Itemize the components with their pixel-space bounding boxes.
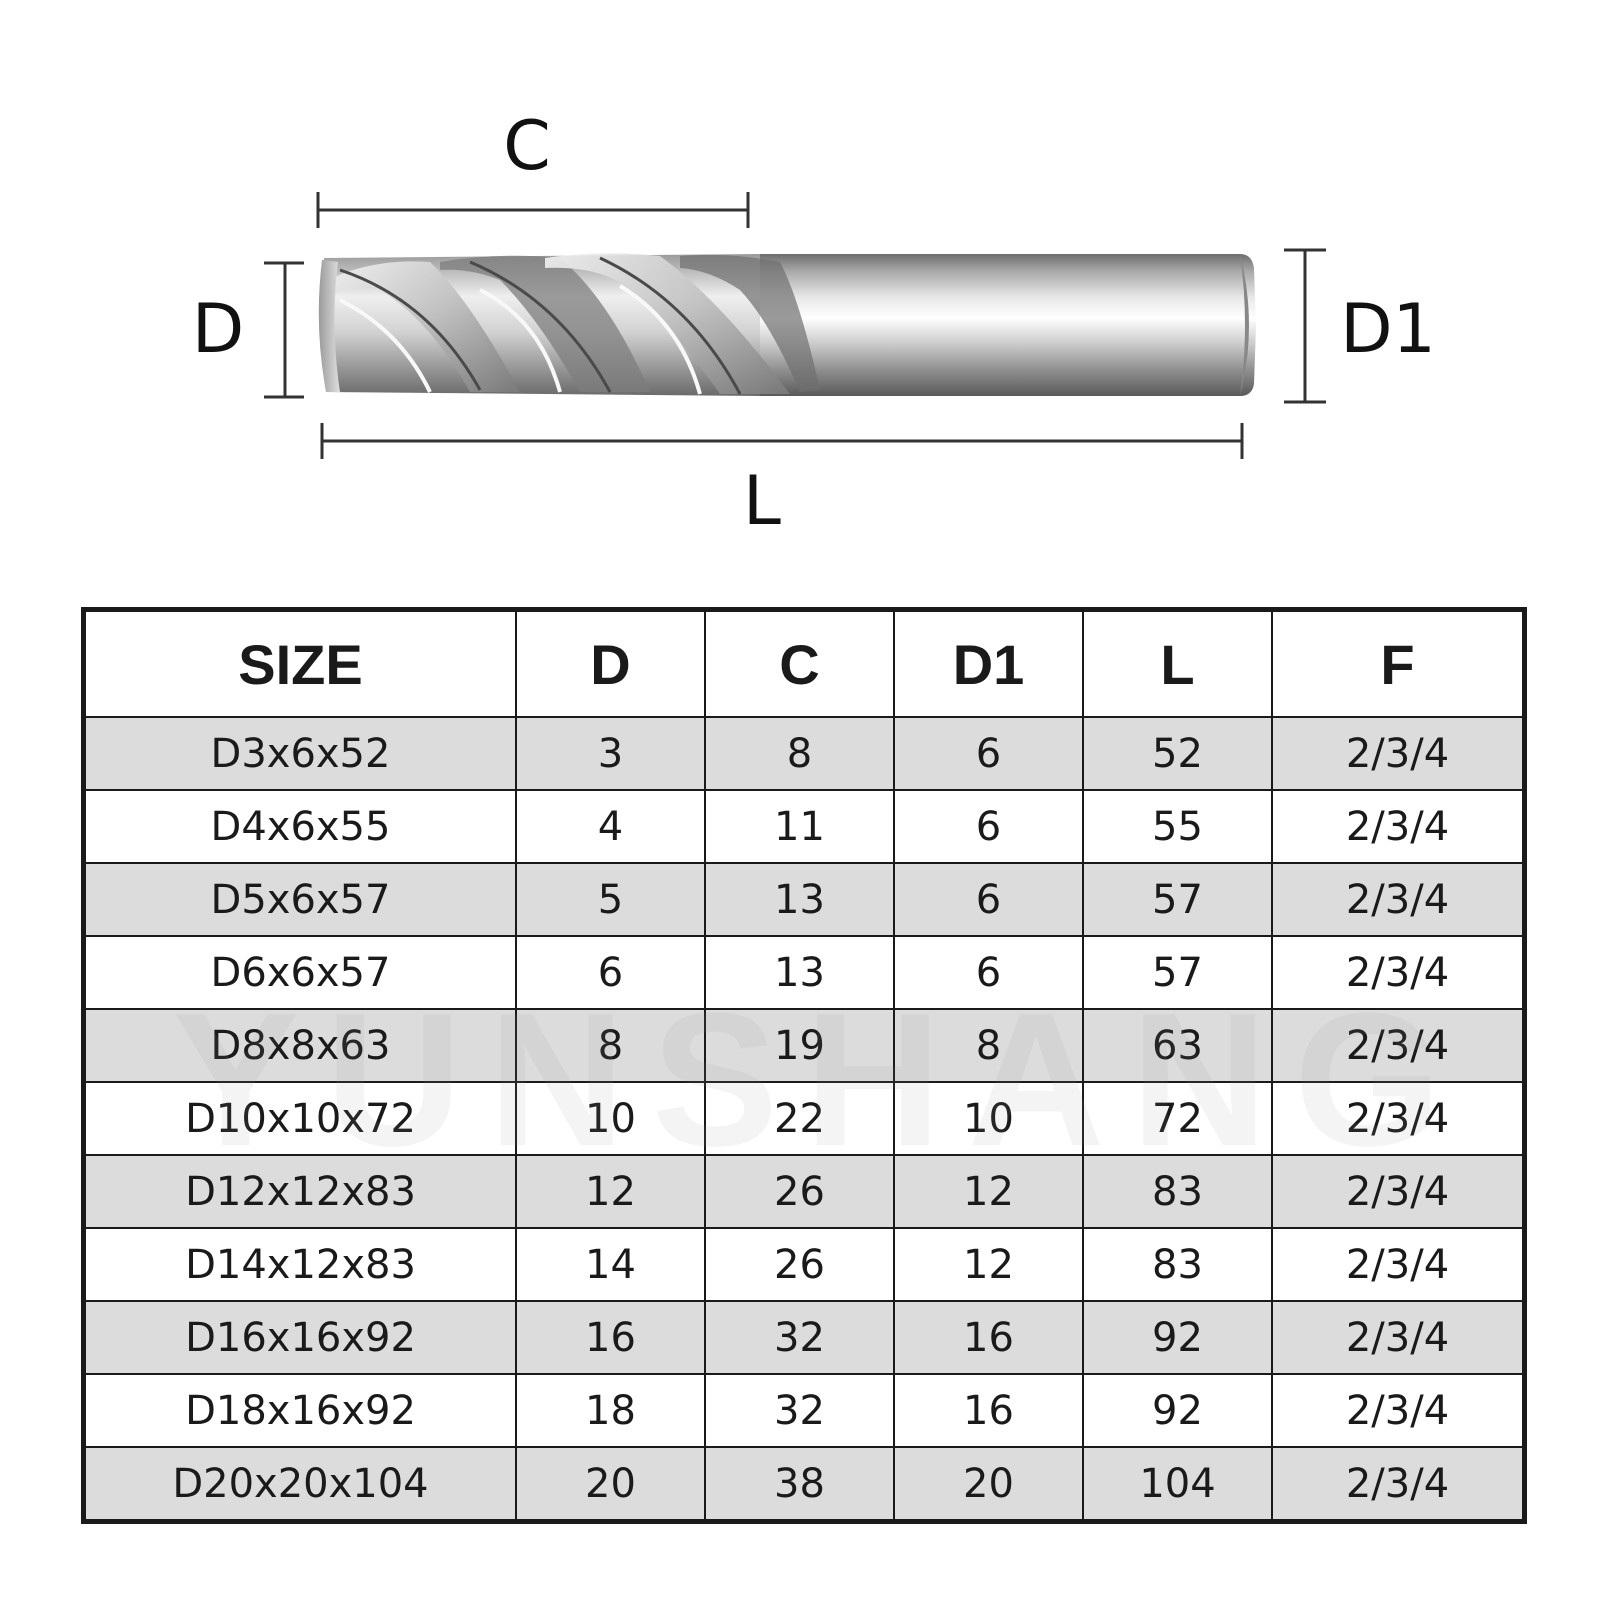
header-f: F [1271, 610, 1524, 718]
cell-l: 83 [1082, 1227, 1273, 1302]
cell-f: 2/3/4 [1271, 862, 1524, 937]
fluted-section [318, 253, 820, 396]
cell-l: 63 [1082, 1008, 1273, 1083]
cell-d: 12 [515, 1154, 706, 1229]
cell-c: 19 [704, 1008, 895, 1083]
cell-d1: 20 [893, 1446, 1084, 1521]
cell-c: 38 [704, 1446, 895, 1521]
cell-d: 8 [515, 1008, 706, 1083]
cell-d1: 12 [893, 1154, 1084, 1229]
cell-f: 2/3/4 [1271, 1081, 1524, 1156]
cell-d1: 6 [893, 862, 1084, 937]
cell-f: 2/3/4 [1271, 1008, 1524, 1083]
dimension-d-label: D [191, 290, 245, 369]
cell-f: 2/3/4 [1271, 1227, 1524, 1302]
cell-d1: 6 [893, 935, 1084, 1010]
cell-c: 11 [704, 789, 895, 864]
cell-size: D10x10x72 [84, 1081, 517, 1156]
cell-l: 72 [1082, 1081, 1273, 1156]
header-c: C [704, 610, 895, 718]
dimension-d-line [264, 261, 304, 399]
cell-size: D4x6x55 [84, 789, 517, 864]
cell-size: D16x16x92 [84, 1300, 517, 1375]
cell-size: D3x6x52 [84, 716, 517, 791]
cell-c: 32 [704, 1373, 895, 1448]
cell-f: 2/3/4 [1271, 1300, 1524, 1375]
cell-d: 4 [515, 789, 706, 864]
cell-c: 26 [704, 1154, 895, 1229]
table-header-row: SIZE D C D1 L F [84, 610, 1524, 718]
cell-d: 16 [515, 1300, 706, 1375]
cell-f: 2/3/4 [1271, 935, 1524, 1010]
cell-l: 52 [1082, 716, 1273, 791]
cell-d1: 6 [893, 716, 1084, 791]
cell-size: D6x6x57 [84, 935, 517, 1010]
cell-size: D18x16x92 [84, 1373, 517, 1448]
cell-size: D14x12x83 [84, 1227, 517, 1302]
cell-size: D8x8x63 [84, 1008, 517, 1083]
cell-l: 57 [1082, 935, 1273, 1010]
cell-d1: 12 [893, 1227, 1084, 1302]
cell-f: 2/3/4 [1271, 716, 1524, 791]
header-l: L [1082, 610, 1273, 718]
cell-l: 92 [1082, 1373, 1273, 1448]
cell-d1: 8 [893, 1008, 1084, 1083]
dimension-d1-line [1284, 248, 1326, 404]
cell-l: 57 [1082, 862, 1273, 937]
cell-f: 2/3/4 [1271, 789, 1524, 864]
dimension-c-label: C [503, 107, 551, 186]
cell-d: 20 [515, 1446, 706, 1521]
cell-d1: 6 [893, 789, 1084, 864]
cell-l: 104 [1082, 1446, 1273, 1521]
cell-l: 92 [1082, 1300, 1273, 1375]
cell-d1: 16 [893, 1373, 1084, 1448]
dimension-l-line [320, 423, 1244, 459]
dimension-c-line [316, 192, 750, 228]
cell-f: 2/3/4 [1271, 1373, 1524, 1448]
cell-c: 26 [704, 1227, 895, 1302]
cell-d1: 10 [893, 1081, 1084, 1156]
cell-size: D20x20x104 [84, 1446, 517, 1521]
cell-c: 22 [704, 1081, 895, 1156]
cell-d1: 16 [893, 1300, 1084, 1375]
cell-l: 55 [1082, 789, 1273, 864]
cell-size: D12x12x83 [84, 1154, 517, 1229]
cell-c: 32 [704, 1300, 895, 1375]
cell-d: 3 [515, 716, 706, 791]
cell-d: 14 [515, 1227, 706, 1302]
header-size: SIZE [84, 610, 517, 718]
cell-d: 5 [515, 862, 706, 937]
cell-f: 2/3/4 [1271, 1446, 1524, 1521]
cell-d: 6 [515, 935, 706, 1010]
cell-c: 13 [704, 935, 895, 1010]
header-d1: D1 [893, 610, 1084, 718]
cell-d: 10 [515, 1081, 706, 1156]
cell-c: 8 [704, 716, 895, 791]
header-d: D [515, 610, 706, 718]
end-mill-diagram: C D D1 L [0, 0, 1601, 580]
cell-l: 83 [1082, 1154, 1273, 1229]
cell-d: 18 [515, 1373, 706, 1448]
cell-f: 2/3/4 [1271, 1154, 1524, 1229]
shank [760, 254, 1256, 396]
end-mill-illustration [264, 192, 1326, 459]
dimension-l-label: L [743, 462, 781, 541]
cell-size: D5x6x57 [84, 862, 517, 937]
dimension-d1-label: D1 [1340, 290, 1436, 369]
cell-c: 13 [704, 862, 895, 937]
